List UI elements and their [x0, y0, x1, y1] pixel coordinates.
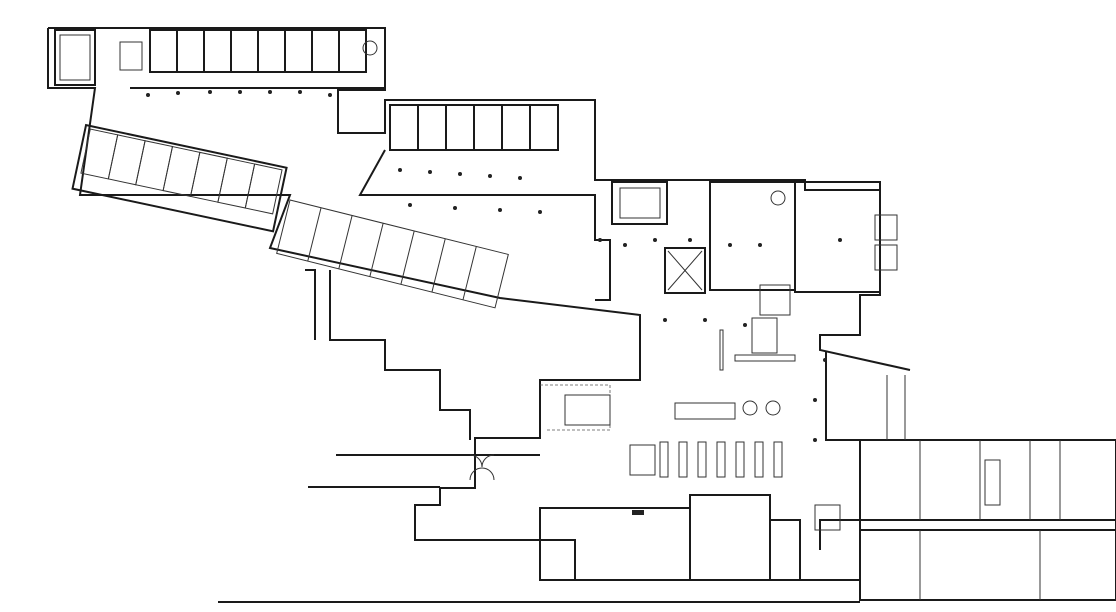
- bay-divider: [369, 223, 384, 277]
- column: [146, 93, 150, 97]
- bay-divider: [400, 230, 415, 285]
- column: [623, 243, 627, 247]
- column: [458, 172, 462, 176]
- stair-central: [611, 181, 668, 225]
- column: [408, 203, 412, 207]
- column: [688, 238, 692, 242]
- room-cell: [257, 29, 286, 73]
- column: [813, 398, 817, 402]
- corridor-bays: [276, 199, 509, 309]
- column: [743, 323, 747, 327]
- stair-lower: [540, 384, 611, 431]
- column: [298, 90, 302, 94]
- display-table: [697, 441, 707, 478]
- column: [518, 176, 522, 180]
- room-cell: [244, 163, 283, 215]
- display-table: [716, 441, 726, 478]
- entrance-doors: [469, 454, 495, 481]
- south-wing: [539, 494, 841, 581]
- display-table: [735, 441, 745, 478]
- east-building: [859, 375, 1116, 601]
- room-cell: [338, 29, 367, 73]
- room-cell: [230, 29, 259, 73]
- room-cell: [162, 145, 201, 197]
- column: [653, 238, 657, 242]
- room-cell: [501, 104, 531, 151]
- room-cell: [217, 157, 256, 209]
- room-cell: [389, 104, 419, 151]
- bay-divider: [462, 246, 477, 300]
- column: [176, 91, 180, 95]
- column: [728, 243, 732, 247]
- room-cell: [149, 29, 178, 73]
- column: [703, 318, 707, 322]
- column: [208, 90, 212, 94]
- display-table: [754, 441, 764, 478]
- column: [538, 210, 542, 214]
- room-cell: [284, 29, 313, 73]
- column: [453, 206, 457, 210]
- room-cell: [135, 140, 174, 192]
- room-cell: [311, 29, 340, 73]
- column: [663, 318, 667, 322]
- column: [758, 243, 762, 247]
- column: [238, 90, 242, 94]
- column: [398, 168, 402, 172]
- display-table: [678, 441, 688, 478]
- room-cell: [529, 104, 559, 151]
- room-row-left-angled: [71, 123, 288, 233]
- counter: [629, 402, 736, 476]
- column: [838, 238, 842, 242]
- column: [268, 90, 272, 94]
- room-cell: [417, 104, 447, 151]
- display-tables: [659, 441, 783, 478]
- columns: [146, 90, 842, 442]
- column: [498, 208, 502, 212]
- elevator-core: [664, 247, 706, 294]
- display-table: [773, 441, 783, 478]
- room-cell: [203, 29, 232, 73]
- room-cell: [176, 29, 205, 73]
- bay-divider: [307, 207, 322, 262]
- room-row-mid: [389, 104, 559, 151]
- room-cell: [473, 104, 503, 151]
- column: [598, 238, 602, 242]
- room-cell: [107, 134, 146, 186]
- bay-divider: [338, 215, 353, 269]
- bay-divider: [431, 238, 446, 293]
- round-tables: [362, 40, 786, 416]
- display-table: [659, 441, 669, 478]
- ramp-stair: [719, 317, 796, 371]
- stair-top-left: [54, 29, 143, 86]
- column: [813, 438, 817, 442]
- column: [823, 358, 827, 362]
- room-row-top: [149, 29, 367, 73]
- room-cell: [445, 104, 475, 151]
- column: [328, 93, 332, 97]
- column: [428, 170, 432, 174]
- east-rooms: [709, 181, 898, 316]
- column: [488, 174, 492, 178]
